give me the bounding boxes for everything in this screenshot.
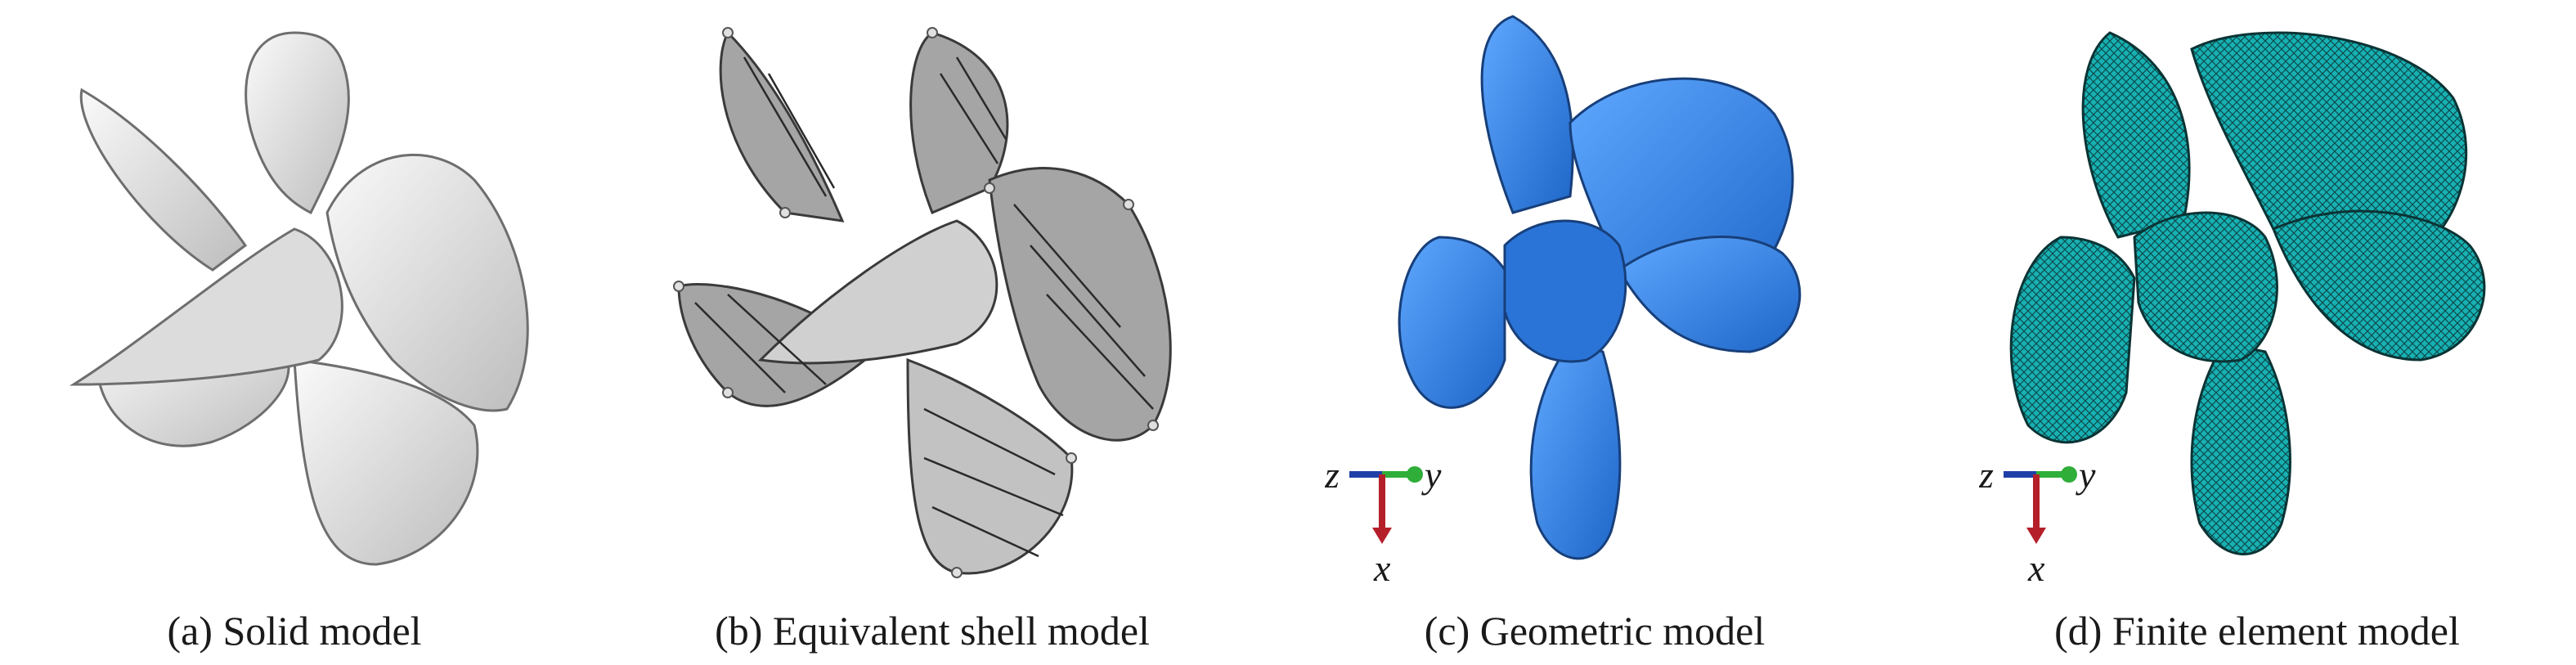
geometric-propeller-image: z y x [1325, 15, 1802, 589]
mesh-blade-top-right [2190, 31, 2468, 272]
geometric-blade-right [1618, 236, 1802, 353]
caption-shell-model: (b) Equivalent shell model [715, 608, 1150, 654]
solid-blade-bottom [293, 358, 479, 566]
mesh-blade-top-left [2081, 31, 2191, 239]
solid-blade-right [325, 154, 529, 412]
panel-solid-model [49, 0, 556, 589]
axis-x-label: x [2027, 547, 2045, 589]
geometric-blade-bottom [1529, 342, 1622, 560]
mesh-blade-right [2272, 209, 2486, 362]
geometric-blade-left [1398, 236, 1506, 409]
solid-propeller-image [69, 31, 529, 566]
shell-blade-bottom [906, 357, 1074, 575]
solid-hub-cone [69, 227, 343, 386]
shell-hub-cone [757, 219, 999, 365]
caption-solid-model: (a) Solid model [167, 608, 422, 654]
mesh-hub [2133, 211, 2278, 363]
panel-geometric-model: z y x [1325, 0, 1865, 589]
mesh-blade-bottom [2190, 342, 2291, 555]
axis-y-label: y [1421, 454, 1442, 496]
geometric-hub [1503, 219, 1627, 363]
solid-blade-top [245, 31, 350, 215]
caption-finite-element-model: (d) Finite element model [2054, 608, 2460, 654]
axis-y-label: y [2076, 454, 2096, 496]
axis-triad-fe: z y x [1979, 454, 2096, 589]
axis-z-label: z [1325, 454, 1340, 496]
caption-geometric-model: (c) Geometric model [1424, 608, 1766, 654]
mesh-blade-left [2009, 236, 2136, 444]
panel-shell-model [662, 0, 1202, 589]
shell-propeller-image [673, 27, 1172, 578]
axis-x-label: x [1373, 547, 1391, 589]
finite-element-propeller-image: z y x [1979, 31, 2486, 589]
geometric-blade-top-left [1480, 15, 1574, 214]
panel-finite-element-model: z y x [1979, 0, 2535, 589]
axis-z-label: z [1979, 454, 1994, 496]
axis-triad: z y x [1325, 454, 1442, 589]
solid-blade-upper-left [79, 88, 248, 272]
